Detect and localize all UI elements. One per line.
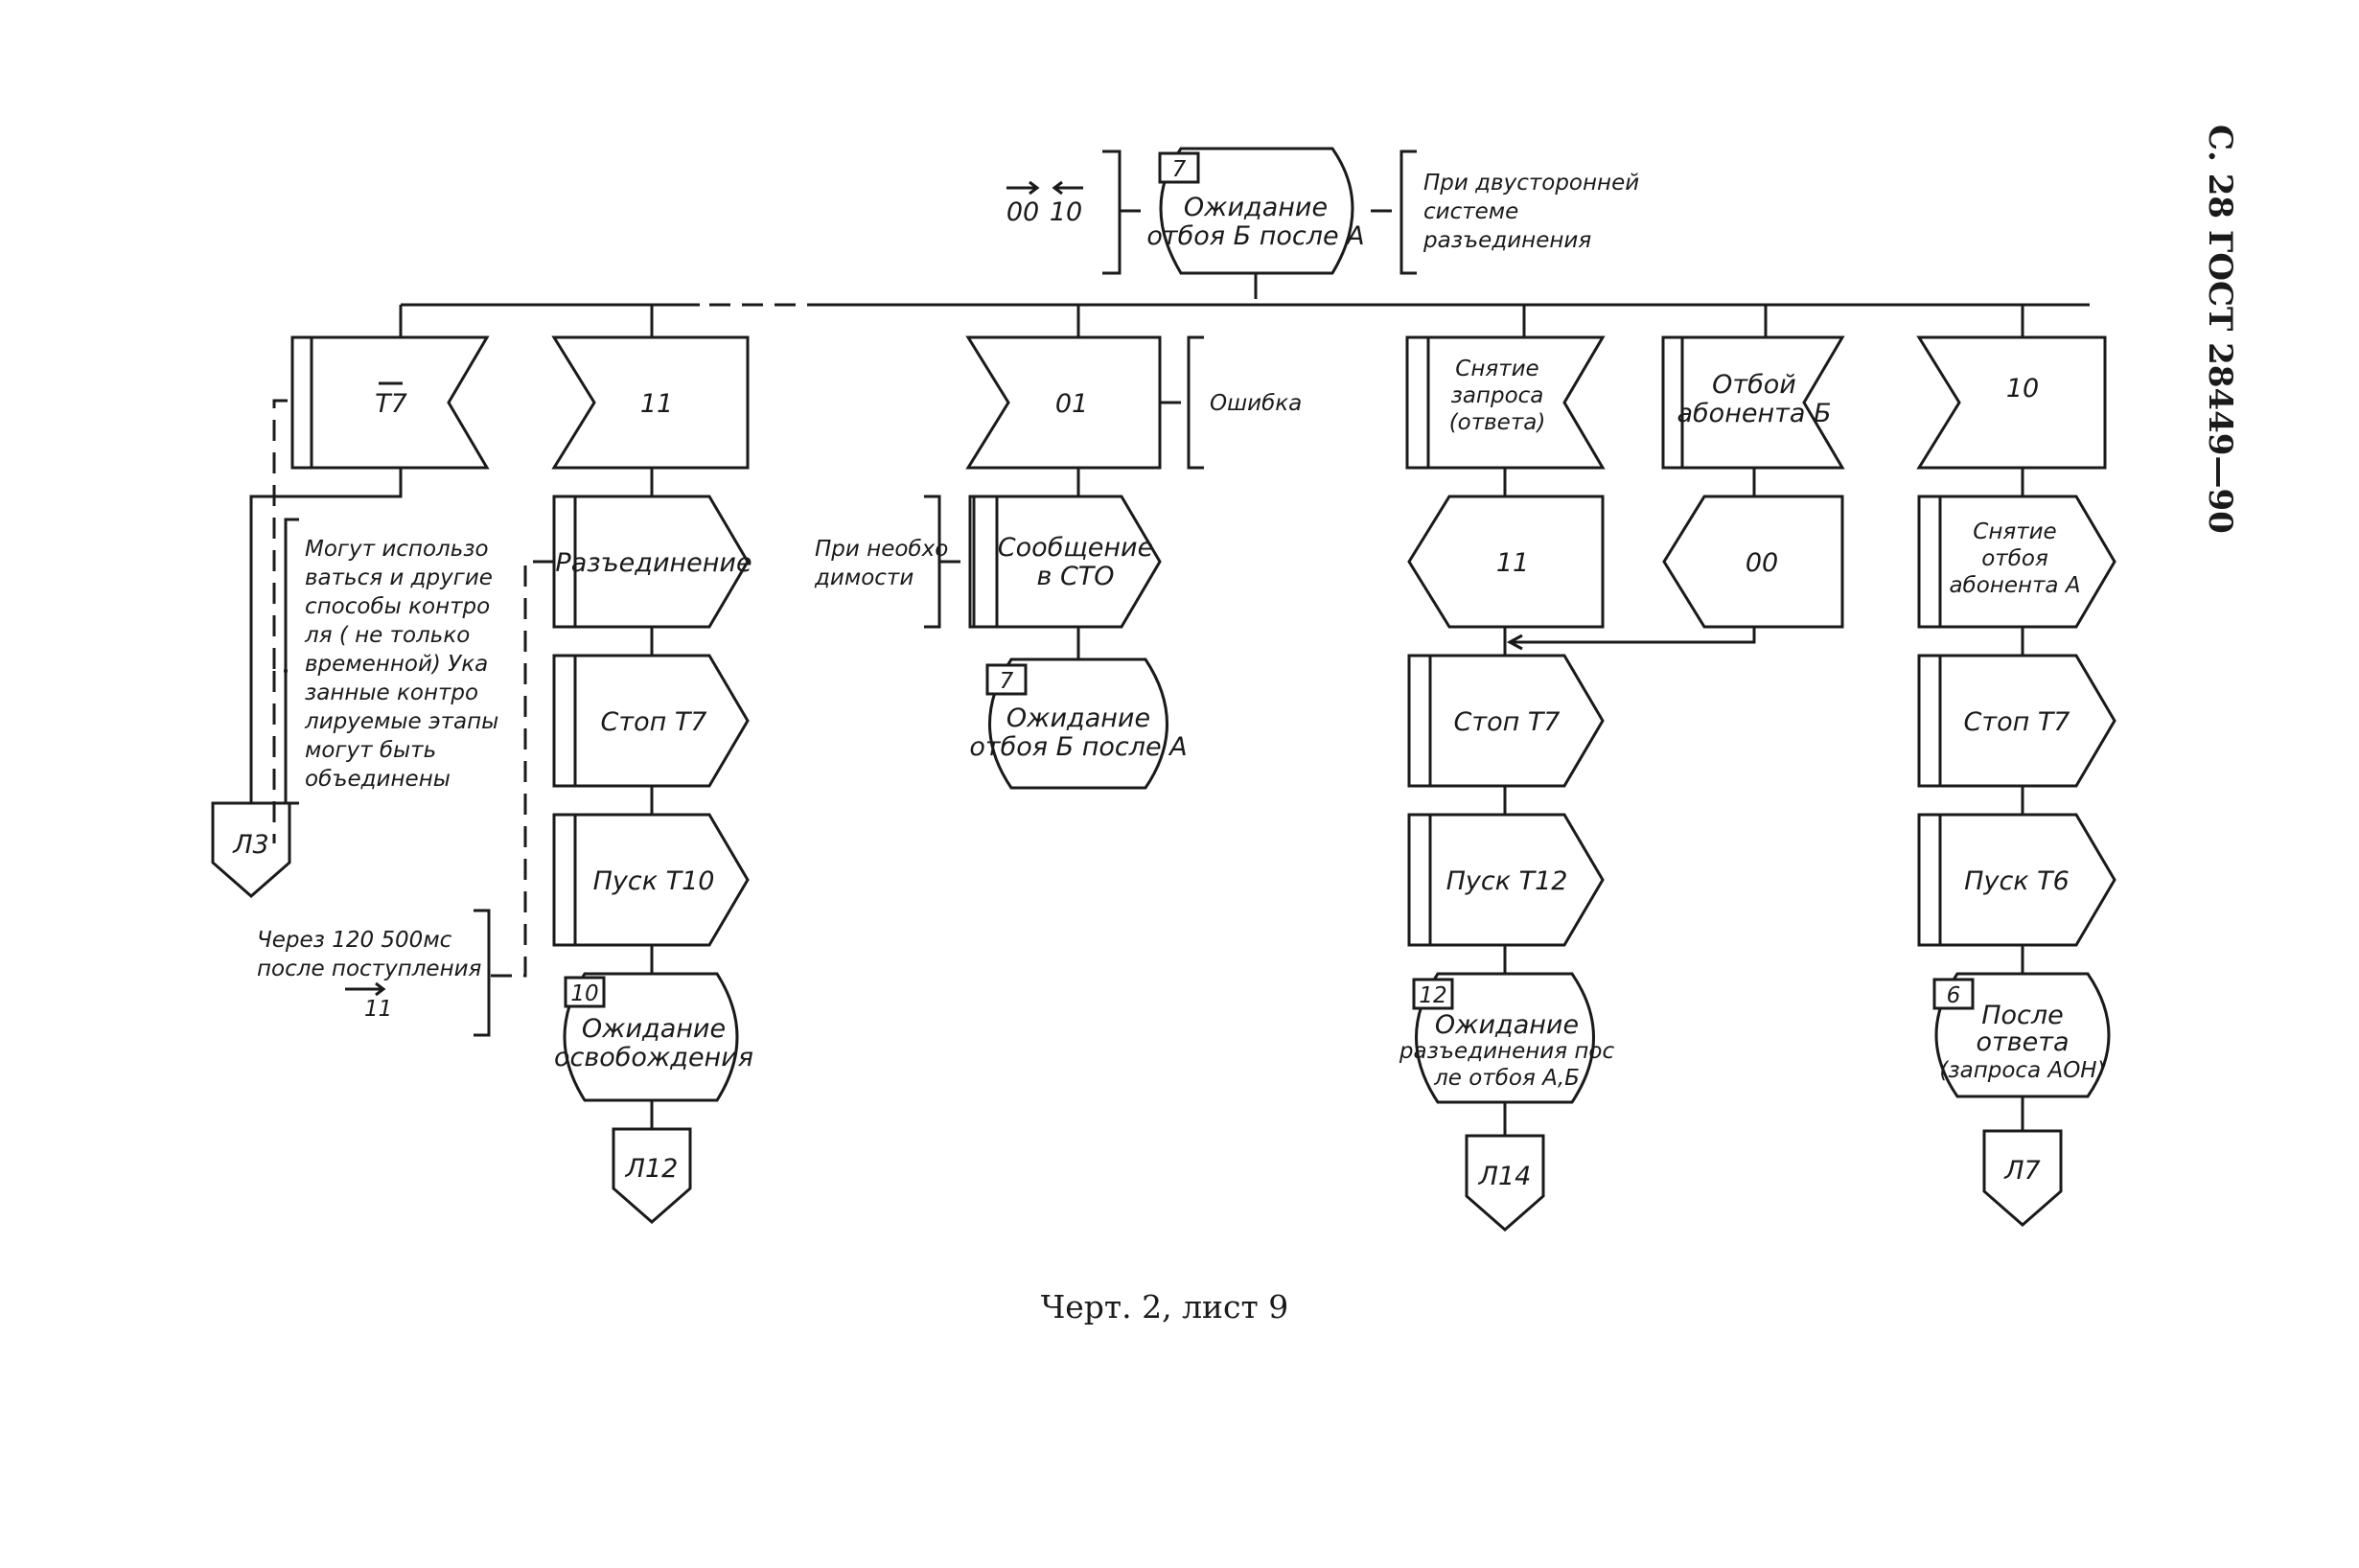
col3-input-label: 01 [1055, 389, 1088, 419]
col6-task1-label-1: Снятие [1973, 519, 2056, 544]
col6-task3-label: Пуск Т6 [1964, 866, 2070, 896]
col4-task-stop-t7: Стоп Т7 [1407, 654, 1605, 788]
top-state-text-1: Ожидание [1184, 193, 1328, 222]
col5-output-label: 00 [1746, 548, 1778, 578]
col4-connector-label: Л14 [1478, 1162, 1532, 1191]
col4-state-text-2: разъединения пос [1399, 1039, 1615, 1064]
col2-input-11: 11 [551, 335, 750, 470]
col4-state-text-3: ле отбоя А,Б [1433, 1066, 1580, 1091]
col1-note-annotation: Могут использо ваться и другие способы к… [272, 399, 498, 843]
figure-caption: Черт. 2, лист 9 [1041, 1288, 1289, 1326]
col2-note-2: после поступления [257, 957, 482, 981]
col6-task1-label-2: отбоя [1981, 546, 2048, 571]
col3-task-note-annotation: При необхо димости [814, 495, 968, 629]
col5-input-label-2: абонента Б [1677, 399, 1831, 428]
top-state-box: 7 Ожидание отбоя Б после А [1146, 147, 1365, 275]
col2-task-stop-t7: Стоп Т7 [552, 654, 750, 788]
col2-task3-label: Пуск Т10 [593, 866, 715, 896]
col2-note-1: Через 120 500мс [257, 928, 452, 953]
top-note-annotation: При двусторонней системе разъединения [1371, 150, 1639, 275]
col2-state-number: 10 [570, 981, 598, 1006]
col6-task-start-t6: Пуск Т6 [1917, 813, 2116, 947]
col4-state-12: 12 Ожидание разъединения пос ле отбоя А,… [1399, 972, 1615, 1104]
col2-task2-label: Стоп Т7 [600, 707, 706, 737]
col2-task1-label: Разъединение [555, 548, 752, 578]
col3-task-message: Сообщение в СТО [968, 495, 1162, 629]
col4-task1-label: Стоп Т7 [1453, 707, 1560, 737]
col3-input-01: 01 [965, 335, 1162, 470]
col5-input-subscriber-b-release: Отбой абонента Б [1661, 335, 1845, 470]
col3-state-text-1: Ожидание [1006, 703, 1150, 733]
col4-output-label: 11 [1496, 548, 1529, 578]
page-header: С. 28 ГОСТ 28449—90 [2201, 125, 2239, 534]
col6-input-10: 10 [1916, 335, 2107, 470]
top-state-text-2: отбоя Б после А [1146, 221, 1364, 251]
col6-connector-l7: Л7 [1982, 1129, 2063, 1227]
col1-note-6: занные контро [305, 680, 478, 705]
col2-note-annotation: Через 120 500мс после поступления 11 [257, 560, 554, 1037]
col6-task-stop-t7: Стоп Т7 [1917, 654, 2116, 788]
top-signal-00: 00 [1006, 197, 1039, 227]
col1-note-7: лируемые этапы [304, 709, 498, 734]
col2-state-10: 10 Ожидание освобождения [554, 972, 753, 1102]
col6-connector-label: Л7 [2003, 1156, 2040, 1186]
col1-note-2: ваться и другие [305, 565, 493, 590]
col4-connector-l14: Л14 [1465, 1134, 1545, 1232]
col3-input-note: Ошибка [1210, 391, 1302, 416]
col6-state-6: 6 После ответа (запроса АОН) [1932, 972, 2111, 1098]
col4-input-label-2: запроса [1451, 383, 1544, 408]
col2-note-3: 11 [364, 997, 392, 1022]
col2-input-label: 11 [640, 389, 673, 419]
col6-state-number: 6 [1947, 983, 1961, 1008]
top-note-1: При двусторонней [1423, 171, 1639, 196]
col6-task1-label-3: абонента А [1949, 573, 2080, 598]
col4-state-text-1: Ожидание [1435, 1010, 1579, 1040]
col1-connector-label: Л3 [232, 830, 268, 860]
col3-task-note-2: димости [814, 565, 914, 590]
col1-note-1: Могут использо [305, 537, 489, 562]
col6-state-text-2: ответа [1976, 1027, 2069, 1057]
col1-input-label: T7 [375, 389, 407, 419]
col1-note-5: временной) Ука [305, 652, 488, 677]
col3-state-text-2: отбоя Б после А [969, 732, 1187, 762]
col1-connector-l3: Л3 [211, 801, 291, 898]
col1-note-4: ля ( не только [304, 623, 470, 648]
col3-task-note-1: При необхо [815, 537, 948, 562]
top-state-number: 7 [1172, 157, 1187, 182]
col3-state-7: 7 Ожидание отбоя Б после А [969, 657, 1188, 790]
col3-task1-label-1: Сообщение [998, 533, 1153, 563]
col6-state-text-3: (запроса АОН) [1939, 1058, 2105, 1083]
col2-connector-label: Л12 [625, 1154, 679, 1184]
col1-note-3: способы контро [305, 594, 490, 619]
col4-task2-label: Пуск Т12 [1446, 866, 1568, 896]
col6-task-subscriber-a-release: Снятие отбоя абонента А [1917, 495, 2116, 629]
col5-input-label-1: Отбой [1712, 370, 1796, 400]
col4-state-number: 12 [1419, 983, 1446, 1008]
col3-task1-label-2: в СТО [1036, 562, 1114, 591]
col6-task2-label: Стоп Т7 [1963, 707, 2070, 737]
col4-output-11: 11 [1407, 495, 1605, 629]
col2-task-disconnect: Разъединение [552, 495, 752, 629]
col3-state-number: 7 [1000, 669, 1014, 694]
col2-state-text-1: Ожидание [582, 1014, 726, 1044]
col1-note-8: могут быть [305, 738, 436, 763]
top-signal-10: 10 [1050, 197, 1082, 227]
col6-state-text-1: После [1981, 1001, 2064, 1030]
col4-task-start-t12: Пуск Т12 [1407, 813, 1605, 947]
col4-input-label-1: Снятие [1455, 357, 1538, 381]
col4-input-label-3: (ответа) [1449, 410, 1546, 435]
col2-state-text-2: освобождения [554, 1043, 753, 1072]
top-signals-annotation: 00 10 [1006, 150, 1148, 275]
col3-input-note-annotation: Ошибка [1160, 335, 1302, 470]
col1-note-9: объединены [305, 767, 451, 792]
col2-connector-l12: Л12 [612, 1127, 692, 1224]
col6-input-label: 10 [2006, 374, 2039, 404]
top-note-2: системе [1423, 199, 1518, 224]
col5-output-00: 00 [1662, 495, 1844, 629]
col1-input-t7: T7 [290, 335, 490, 470]
col4-input-release: Снятие запроса (ответа) [1405, 335, 1606, 470]
top-note-3: разъединения [1422, 228, 1591, 253]
col2-task-start-t10: Пуск Т10 [552, 813, 750, 947]
